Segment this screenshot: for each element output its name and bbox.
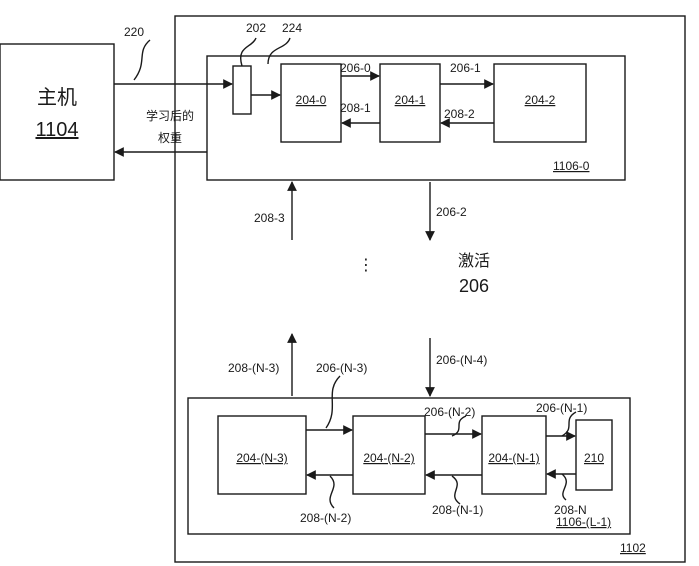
label-208-n: 208-N bbox=[554, 503, 587, 517]
leader-206-n3 bbox=[325, 375, 341, 429]
label-206-n2: 206-(N-2) bbox=[424, 405, 475, 419]
leader-206-n1 bbox=[561, 411, 577, 437]
host-title: 主机 bbox=[37, 86, 77, 109]
block-204-n2-label: 204-(N-2) bbox=[363, 451, 414, 465]
block-204-0-label: 204-0 bbox=[296, 93, 327, 107]
learned-weights-line1: 学习后的 bbox=[146, 108, 194, 123]
block-204-1 bbox=[379, 63, 441, 143]
label-206-n3: 206-(N-3) bbox=[316, 361, 367, 375]
label-208-n1: 208-(N-1) bbox=[432, 503, 483, 517]
label-208-3: 208-3 bbox=[254, 211, 285, 225]
label-206-0: 206-0 bbox=[340, 61, 371, 75]
chip-1106-0-label: 1106-0 bbox=[553, 159, 590, 173]
block-204-0 bbox=[280, 63, 342, 143]
block-204-n2 bbox=[352, 415, 426, 495]
block-210-label: 210 bbox=[584, 451, 604, 465]
leader-202 bbox=[240, 37, 257, 67]
leader-208-n bbox=[561, 473, 567, 501]
label-206-2: 206-2 bbox=[436, 205, 467, 219]
label-206-1: 206-1 bbox=[450, 61, 481, 75]
block-204-n3 bbox=[217, 415, 307, 495]
leader-206-n2 bbox=[451, 415, 467, 437]
block-202 bbox=[232, 65, 252, 115]
block-204-2 bbox=[493, 63, 587, 143]
chip-1106-L-1-label: 1106-(L-1) bbox=[556, 515, 611, 529]
leader-208-n2 bbox=[329, 475, 335, 509]
block-204-n1-label: 204-(N-1) bbox=[488, 451, 539, 465]
block-210 bbox=[575, 419, 613, 491]
label-220: 220 bbox=[124, 25, 144, 39]
block-202-label: 202 bbox=[246, 21, 266, 35]
label-206-n1: 206-(N-1) bbox=[536, 401, 587, 415]
label-206-n4: 206-(N-4) bbox=[436, 353, 487, 367]
system-1102-label: 1102 bbox=[620, 541, 646, 555]
label-208-2: 208-2 bbox=[444, 107, 475, 121]
block-204-1-label: 204-1 bbox=[395, 93, 426, 107]
label-208-n3: 208-(N-3) bbox=[228, 361, 279, 375]
block-204-n1 bbox=[481, 415, 547, 495]
label-208-1: 208-1 bbox=[340, 101, 371, 115]
block-204-n3-label: 204-(N-3) bbox=[236, 451, 287, 465]
block-224-label: 224 bbox=[282, 21, 302, 35]
label-activation: 激活 bbox=[458, 252, 490, 270]
host-number: 1104 bbox=[35, 119, 78, 141]
leader-224 bbox=[267, 37, 291, 65]
label-ellipsis: ⋮ bbox=[358, 257, 374, 274]
leader-220 bbox=[133, 39, 151, 81]
leader-208-n1 bbox=[451, 475, 461, 505]
label-208-n2: 208-(N-2) bbox=[300, 511, 351, 525]
block-204-2-label: 204-2 bbox=[525, 93, 556, 107]
learned-weights-line2: 权重 bbox=[158, 131, 182, 145]
label-activation-num: 206 bbox=[459, 276, 489, 296]
host-box bbox=[0, 43, 115, 181]
